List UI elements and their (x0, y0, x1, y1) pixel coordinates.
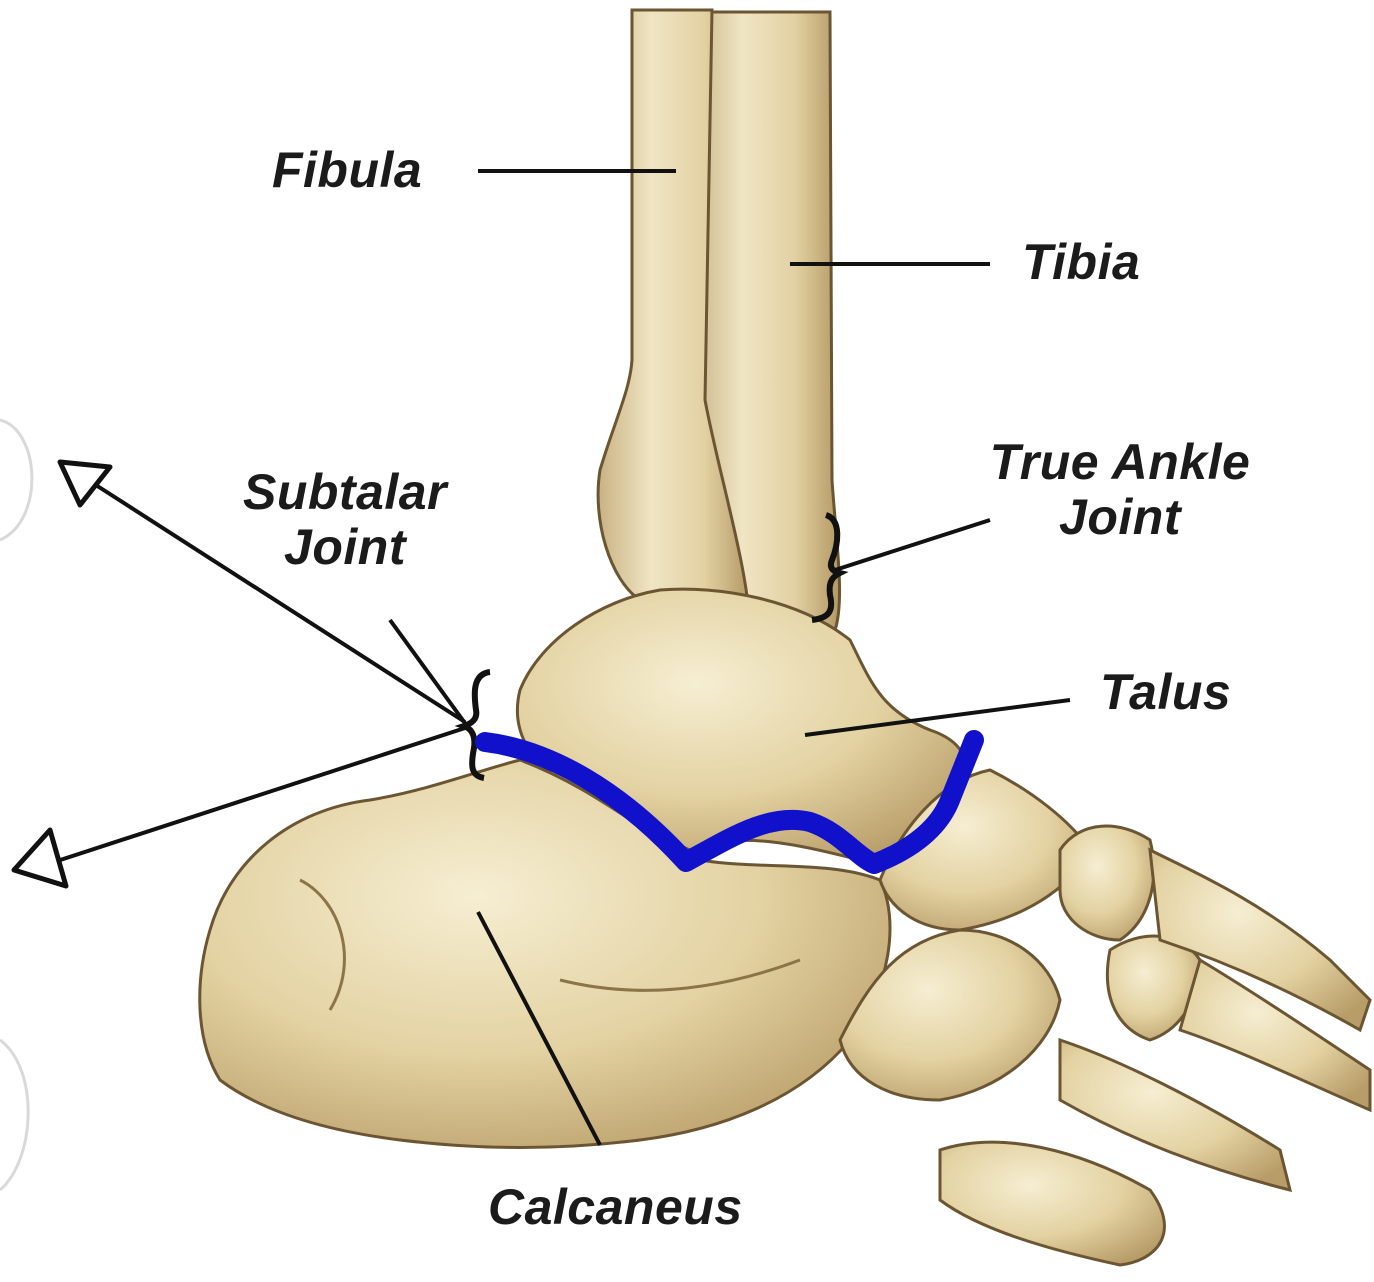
true-ankle-joint-label: True Ankle Joint (955, 435, 1285, 545)
subtalar-joint-label: Subtalar Joint (210, 465, 480, 575)
fibula-label: Fibula (272, 143, 422, 198)
calcaneus-label: Calcaneus (488, 1180, 743, 1235)
true-ankle-joint-label-line2: Joint (955, 490, 1285, 545)
subtalar-joint-label-line2: Joint (210, 520, 480, 575)
subtalar-joint-label-line1: Subtalar (210, 465, 480, 520)
subtalar-joint-bracket (464, 672, 490, 778)
cuneiform-bone-1 (1060, 826, 1154, 940)
background-edge-decoration (0, 420, 32, 1190)
tibia-label: Tibia (1022, 235, 1140, 290)
metatarsal-bone-4 (940, 1142, 1164, 1265)
talus-label: Talus (1100, 665, 1231, 720)
true-ankle-joint-label-line1: True Ankle (955, 435, 1285, 490)
subtalar-joint-leader-line (390, 620, 470, 730)
